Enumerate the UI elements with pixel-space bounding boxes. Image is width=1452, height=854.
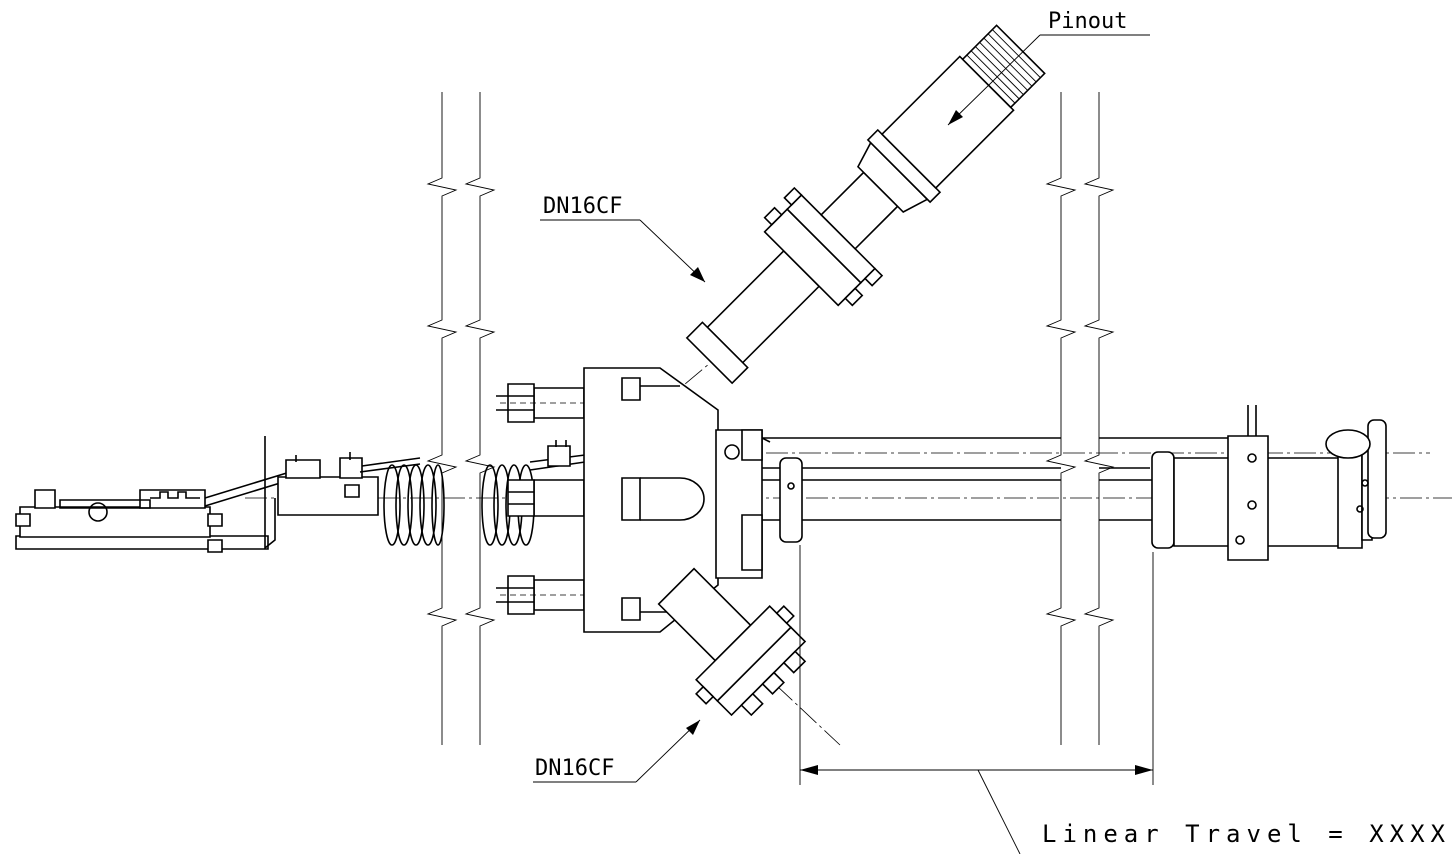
shafts xyxy=(762,438,1250,542)
leaders xyxy=(533,35,1150,782)
lower-port xyxy=(633,543,823,733)
break-lines xyxy=(428,92,1113,745)
upper-port xyxy=(666,6,1065,405)
motor-carriage xyxy=(16,436,420,552)
linear-travel-label: Linear Travel = XXXX xyxy=(1042,820,1451,848)
manifold-block xyxy=(584,368,770,632)
right-carriage xyxy=(1152,405,1386,560)
pinout-label: Pinout xyxy=(1048,9,1127,34)
linear-travel-dimension xyxy=(800,545,1153,854)
flange-lower-label: DN16CF xyxy=(535,756,614,781)
flange-upper-label: DN16CF xyxy=(543,194,622,219)
spring-left xyxy=(384,465,444,545)
